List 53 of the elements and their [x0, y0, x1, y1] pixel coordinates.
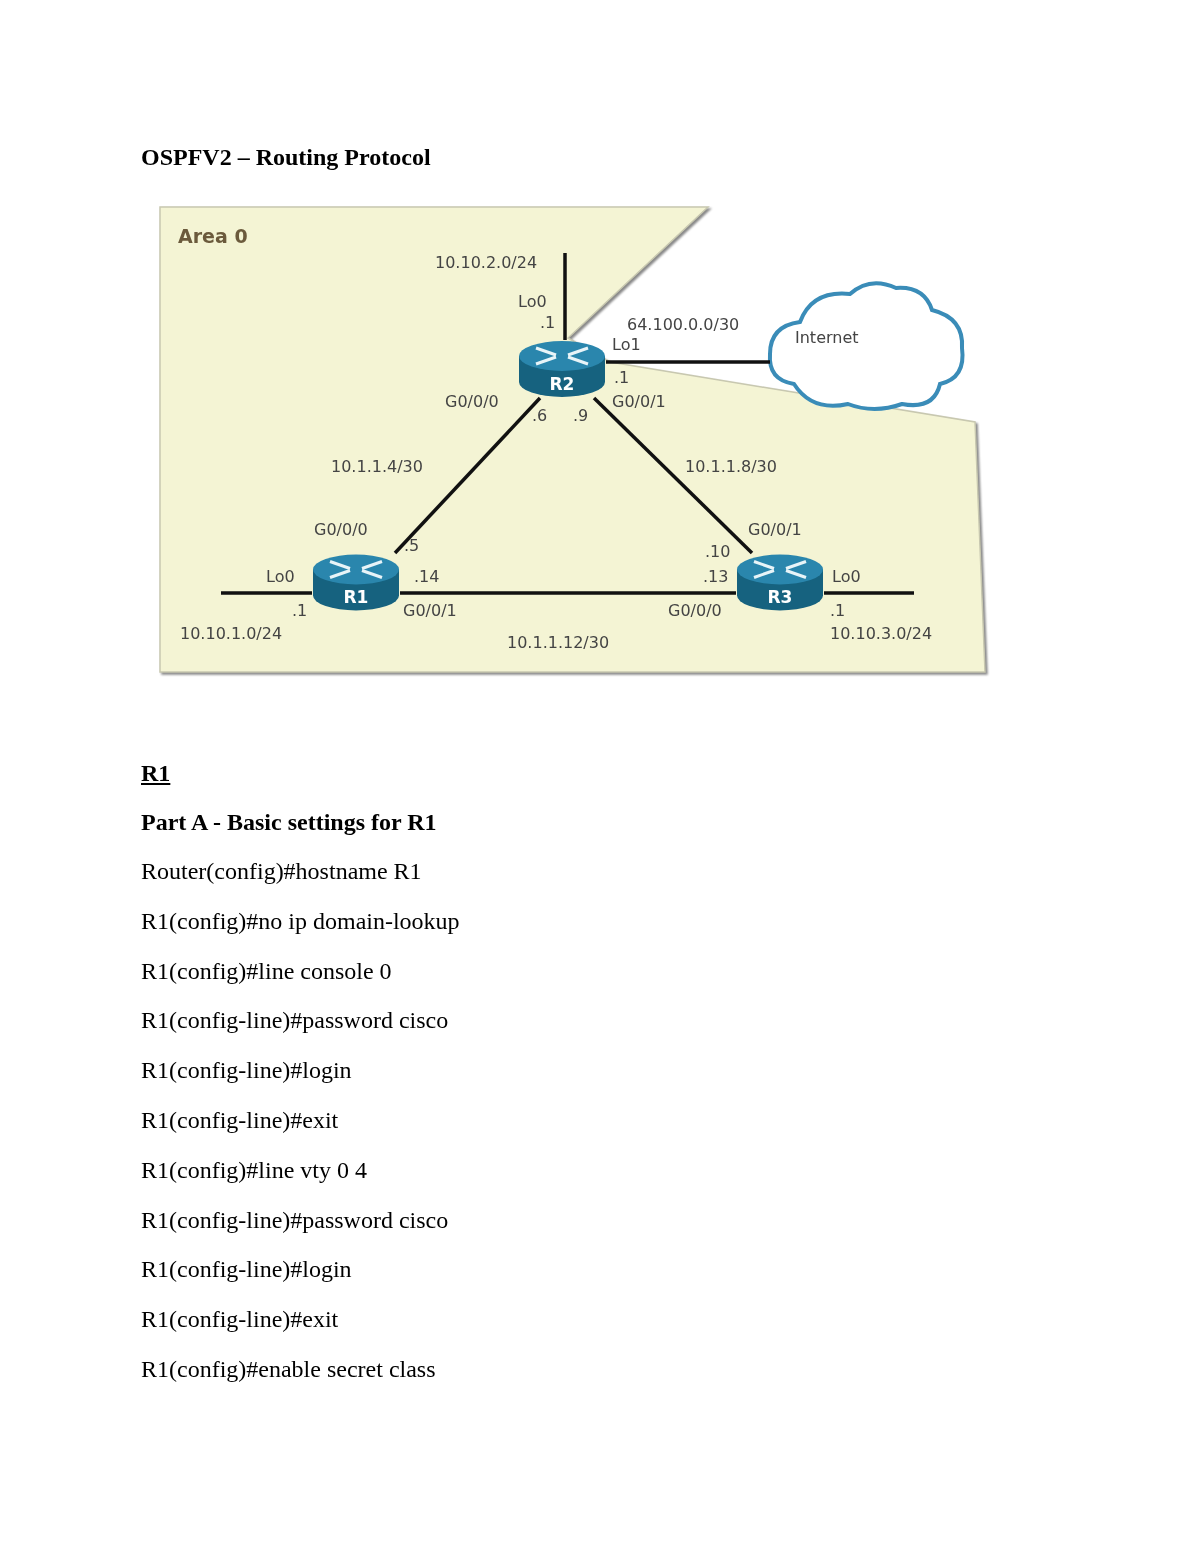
- interface-label: .14: [414, 567, 440, 587]
- interface-label: Lo0: [266, 567, 295, 587]
- command-line: Router(config)#hostname R1: [141, 857, 422, 885]
- command-line: R1(config-line)#password cisco: [141, 1205, 449, 1234]
- interface-label: G0/0/1: [612, 392, 666, 412]
- edge-label: 10.1.1.12/30: [507, 633, 610, 653]
- interface-label: Lo0: [518, 292, 547, 312]
- network-link: [393, 396, 542, 555]
- part-heading: Part A - Basic settings for R1: [141, 808, 437, 836]
- edge-label: 10.1.1.4/30: [331, 457, 423, 477]
- interface-label: G0/0/0: [445, 392, 499, 412]
- interface-label: G0/0/0: [668, 601, 722, 621]
- command-line: R1(config)#line vty 0 4: [141, 1155, 367, 1184]
- router-label: R1: [342, 587, 370, 607]
- network-link: [592, 396, 754, 555]
- interface-label: .1: [830, 601, 846, 621]
- interface-label: .1: [614, 368, 630, 388]
- interface-label: Lo0: [832, 567, 861, 587]
- command-line: R1(config)#enable secret class: [141, 1355, 436, 1383]
- command-line: R1(config)#no ip domain-lookup: [141, 906, 460, 935]
- interface-label: .5: [404, 536, 420, 556]
- command-line: R1(config)#line console 0: [141, 956, 392, 985]
- router-label: R3: [766, 587, 794, 607]
- interface-label: G0/0/1: [403, 601, 457, 621]
- title: OSPFV2 – Routing Protocol: [141, 143, 431, 171]
- interface-label: .13: [703, 567, 729, 587]
- command-line: R1(config-line)#login: [141, 1255, 352, 1284]
- network-link: [606, 360, 770, 364]
- network-stub-line: [824, 591, 914, 595]
- section-heading: R1: [141, 759, 171, 787]
- network-stub-line: [221, 591, 312, 595]
- command-line: R1(config-line)#exit: [141, 1305, 339, 1334]
- edge-label: 10.10.3.0/24: [830, 624, 933, 644]
- interface-label: Lo1: [612, 335, 641, 355]
- edge-label: 10.10.2.0/24: [435, 253, 538, 273]
- interface-label: .10: [705, 542, 731, 562]
- command-line: R1(config-line)#exit: [141, 1106, 339, 1134]
- interface-label: .1: [292, 601, 308, 621]
- command-line: R1(config-line)#login: [141, 1056, 352, 1085]
- edge-label: 10.1.1.8/30: [685, 457, 777, 477]
- network-stub-line: [563, 253, 567, 340]
- area-label: Area 0: [178, 226, 248, 246]
- interface-label: .6: [532, 406, 548, 426]
- interface-label: .1: [540, 313, 556, 333]
- edge-label: 10.10.1.0/24: [180, 624, 283, 644]
- network-link: [400, 591, 736, 595]
- router-label: R2: [548, 374, 576, 394]
- interface-label: .9: [573, 406, 589, 426]
- cloud-label: Internet: [795, 328, 859, 348]
- edge-label: 64.100.0.0/30: [627, 315, 740, 335]
- interface-label: G0/0/1: [748, 520, 802, 540]
- interface-label: G0/0/0: [314, 520, 368, 540]
- command-line: R1(config-line)#password cisco: [141, 1006, 449, 1035]
